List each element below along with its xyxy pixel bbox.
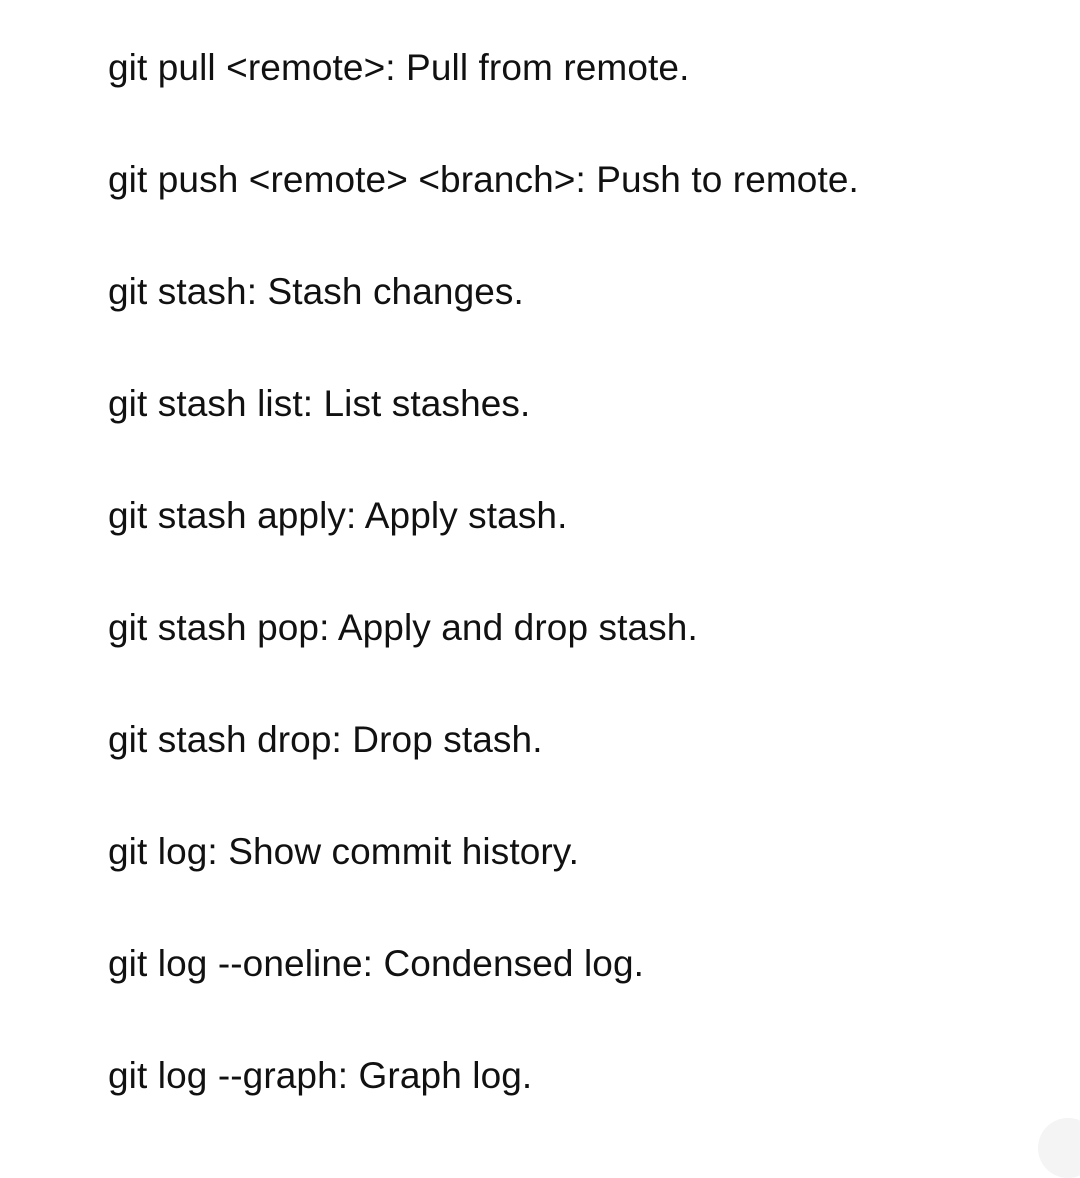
command-line-git-stash: git stash: Stash changes. [108, 271, 524, 312]
corner-shadow-decoration [1038, 1118, 1080, 1178]
command-line-git-log-oneline: git log --oneline: Condensed log. [108, 943, 645, 984]
command-line-git-push: git push <remote> <branch>: Push to remo… [108, 159, 859, 200]
command-line-git-stash-drop: git stash drop: Drop stash. [108, 719, 543, 760]
command-line-git-pull: git pull <remote>: Pull from remote. [108, 47, 690, 88]
command-line-git-stash-apply: git stash apply: Apply stash. [108, 495, 568, 536]
document-page: git pull <remote>: Pull from remote. git… [108, 47, 1080, 1178]
command-line-git-log-graph: git log --graph: Graph log. [108, 1055, 533, 1096]
command-line-git-log: git log: Show commit history. [108, 831, 580, 872]
command-line-git-stash-list: git stash list: List stashes. [108, 383, 531, 424]
command-line-git-stash-pop: git stash pop: Apply and drop stash. [108, 607, 698, 648]
